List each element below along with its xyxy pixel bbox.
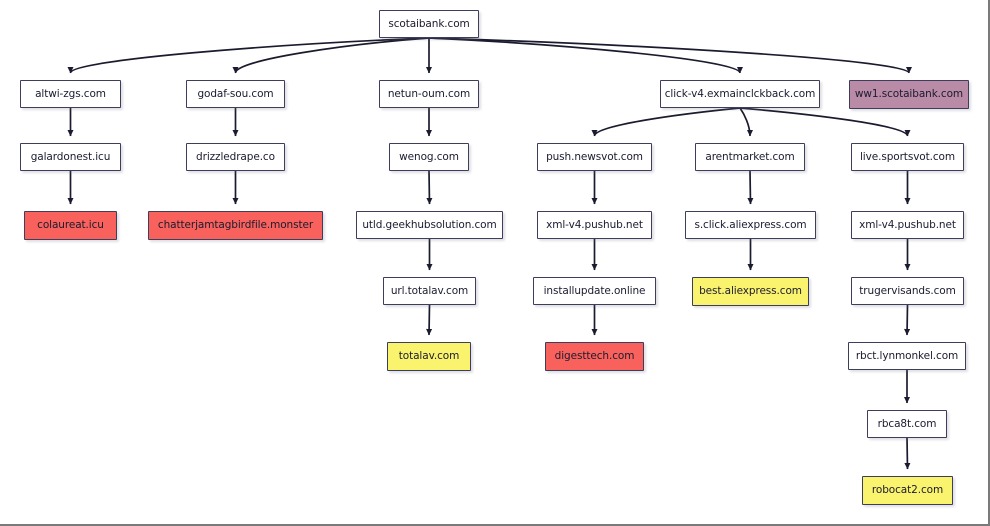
graph-node-b2c2[interactable]: chatterjamtagbirdfile.monster	[148, 211, 323, 240]
graph-node-b4c3[interactable]: rbct.lynmonkel.com	[848, 342, 966, 370]
graph-node-b2[interactable]: godaf-sou.com	[186, 80, 285, 108]
graph-node-b4c2[interactable]: trugervisands.com	[851, 277, 964, 305]
graph-node-b4c1[interactable]: xml-v4.pushub.net	[851, 211, 964, 239]
graph-node-b4a3[interactable]: digesttech.com	[545, 342, 644, 371]
graph-node-b4b[interactable]: arentmarket.com	[695, 143, 805, 171]
graph-node-b3[interactable]: netun-oum.com	[379, 80, 479, 108]
graph-node-b3c1[interactable]: wenog.com	[389, 143, 469, 171]
edge-b4c4-to-b4c5	[907, 438, 908, 469]
edge-root-to-b4	[429, 38, 740, 73]
graph-node-b4c4[interactable]: rbca8t.com	[867, 410, 947, 438]
graph-node-b3c2[interactable]: utld.geekhubsolution.com	[356, 211, 503, 239]
graph-node-b2c1[interactable]: drizzledrape.co	[186, 143, 285, 171]
graph-node-b1[interactable]: altwi-zgs.com	[20, 80, 121, 108]
graph-node-b4a2[interactable]: installupdate.online	[533, 277, 656, 305]
edge-b4b-to-b4b1	[750, 171, 751, 204]
edge-b3c3-to-b3c4	[429, 305, 430, 335]
graph-node-b4a1[interactable]: xml-v4.pushub.net	[537, 211, 652, 239]
graph-node-root[interactable]: scotaibank.com	[379, 10, 479, 38]
edge-b3c1-to-b3c2	[429, 171, 430, 204]
graph-node-b4b2[interactable]: best.aliexpress.com	[692, 277, 809, 306]
graph-node-b5[interactable]: ww1.scotaibank.com	[849, 80, 969, 109]
graph-node-b3c4[interactable]: totalav.com	[387, 342, 471, 371]
edge-root-to-b1	[71, 38, 430, 73]
graph-node-b4[interactable]: click-v4.exmainclckback.com	[660, 80, 820, 108]
graph-node-b1c1[interactable]: galardonest.icu	[20, 143, 121, 171]
graph-node-b4c[interactable]: live.sportsvot.com	[851, 143, 964, 171]
graph-node-b4b1[interactable]: s.click.aliexpress.com	[685, 211, 816, 239]
edge-root-to-b2	[236, 38, 430, 73]
graph-node-b4c5[interactable]: robocat2.com	[862, 476, 953, 505]
edge-b4c2-to-b4c3	[907, 305, 908, 335]
edge-b4-to-b4a	[595, 108, 741, 136]
graph-node-b1c2[interactable]: colaureat.icu	[24, 211, 117, 240]
graph-node-b3c3[interactable]: url.totalav.com	[383, 277, 476, 305]
edge-b4-to-b4b	[740, 108, 750, 136]
edge-b4-to-b4c	[740, 108, 908, 136]
graph-node-b4a[interactable]: push.newsvot.com	[537, 143, 652, 171]
edge-root-to-b5	[429, 38, 909, 73]
